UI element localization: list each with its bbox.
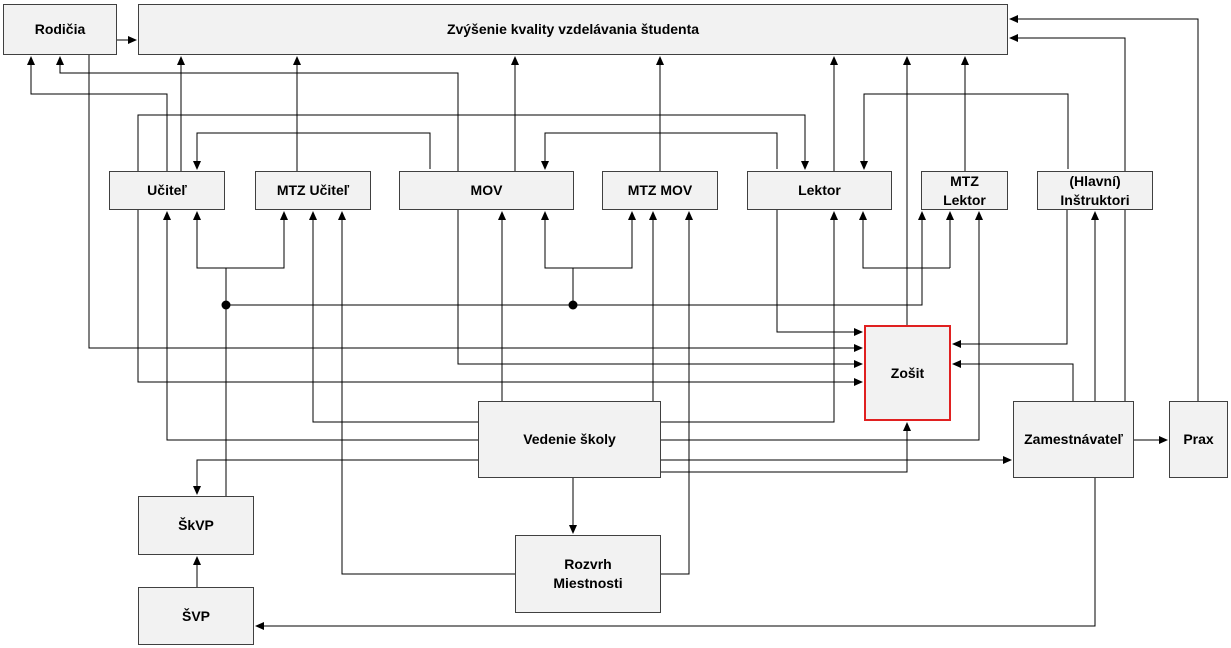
- connector-zamestnavatel-to-goal: [1009, 34, 1126, 401]
- node-lektor-label: Lektor: [798, 182, 841, 198]
- connector-vedenie-to-mtzlektor: [661, 211, 983, 441]
- connector-vedenie-to-mtzucitel: [309, 211, 478, 423]
- connector-vedenie-to-skvp: [193, 459, 478, 495]
- connector-rozvrh-to-mtzmov: [661, 211, 693, 575]
- node-rozvrh-label: Rozvrh Miestnosti: [553, 556, 623, 591]
- node-ucitel: Učiteľ: [109, 171, 225, 210]
- connector-ucitel-to-zosit: [137, 210, 863, 386]
- node-mov: MOV: [399, 171, 574, 210]
- connector-vedenie-to-lektor: [661, 211, 838, 423]
- node-mtz-ucitel: MTZ Učiteľ: [255, 171, 371, 210]
- node-zamestnavatel: Zamestnávateľ: [1013, 401, 1134, 478]
- junction-skvp-dot: [221, 300, 231, 310]
- node-svp-label: ŠVP: [181, 607, 210, 624]
- node-mtz-mov-label: MTZ MOV: [627, 182, 693, 198]
- junction-mov-dot: [568, 300, 578, 310]
- connector-lektor-to-zosit: [776, 210, 863, 336]
- connector-junction3-to-lektor: [859, 211, 950, 269]
- node-prax: Prax: [1169, 401, 1228, 478]
- node-instruktori-label: (Hlavní) Inštruktori: [1060, 172, 1130, 208]
- node-vedenie: Vedenie školy: [478, 401, 661, 478]
- connector-lektor-mov-link: [541, 132, 778, 170]
- node-mov-label: MOV: [470, 182, 503, 198]
- node-skvp-label: ŠkVP: [178, 517, 214, 533]
- connector-mov-to-zosit: [457, 210, 863, 368]
- node-zosit: Zošit: [864, 325, 951, 421]
- node-mtz-lektor-label: MTZ Lektor: [943, 172, 986, 208]
- connector-mov-ucitel-link: [193, 132, 431, 170]
- node-zosit-label: Zošit: [890, 364, 925, 381]
- node-skvp: ŠkVP: [138, 496, 254, 555]
- connector-junction1-to-ucitel: [193, 211, 226, 269]
- connector-ucitel-to-rodicia: [27, 56, 168, 171]
- connector-rodicia-to-zosit: [88, 55, 863, 352]
- connector-rozvrh-to-mtzucitel: [338, 211, 515, 575]
- connector-junction1-to-mtzucitel: [226, 211, 288, 269]
- node-svp: ŠVP: [138, 587, 254, 645]
- connector-instruktori-to-lektor: [860, 93, 1069, 170]
- node-lektor: Lektor: [747, 171, 892, 210]
- node-goal: Zvýšenie kvality vzdelávania študenta: [138, 4, 1008, 55]
- node-zamestnavatel-label: Zamestnávateľ: [1024, 431, 1123, 447]
- node-rozvrh: Rozvrh Miestnosti: [515, 535, 661, 613]
- node-instruktori: (Hlavní) Inštruktori: [1037, 171, 1153, 210]
- connector-junction2-to-mov: [541, 211, 574, 305]
- node-mtz-lektor: MTZ Lektor: [921, 171, 1008, 210]
- connector-instruktori-to-zosit: [952, 210, 1068, 348]
- connector-skvp-to-mtzlektor: [226, 211, 926, 306]
- connector-ucitel-to-lektor: [137, 114, 809, 171]
- node-ucitel-label: Učiteľ: [147, 182, 187, 198]
- connector-zamestnavatel-to-svp: [255, 478, 1096, 630]
- node-vedenie-label: Vedenie školy: [523, 431, 616, 447]
- connector-prax-to-goal: [1009, 15, 1199, 401]
- node-goal-label: Zvýšenie kvality vzdelávania študenta: [446, 21, 700, 37]
- node-prax-label: Prax: [1183, 431, 1214, 447]
- connector-vedenie-to-ucitel: [163, 211, 478, 441]
- node-mtz-mov: MTZ MOV: [602, 171, 718, 210]
- node-rodicia-label: Rodičia: [34, 21, 86, 37]
- connector-zamestnavatel-to-zosit: [952, 360, 1074, 401]
- connector-junction2-to-mtzmov: [573, 211, 636, 269]
- connector-vedenie-to-zosit: [661, 422, 911, 473]
- connector-mov-to-rodicia: [56, 56, 459, 171]
- node-mtz-ucitel-label: MTZ Učiteľ: [276, 182, 350, 198]
- node-rodicia: Rodičia: [3, 4, 117, 55]
